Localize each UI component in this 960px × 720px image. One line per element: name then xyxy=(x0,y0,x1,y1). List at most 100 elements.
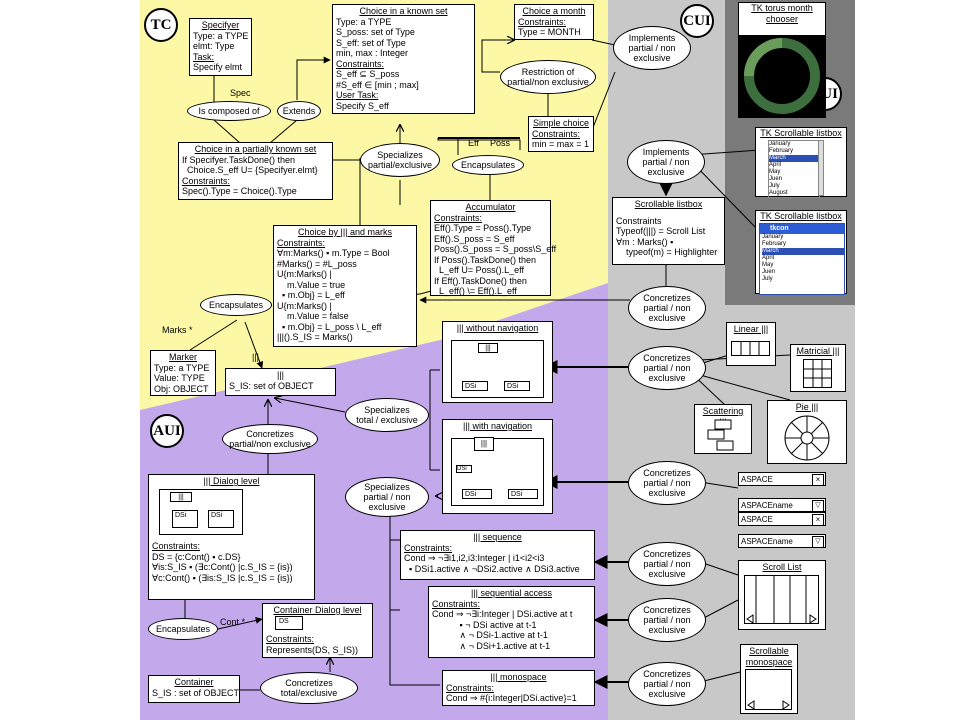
choice-marks-constraint: |||().S_IS = Marks() xyxy=(277,332,353,342)
marker-line: Type: a TYPE xyxy=(154,362,210,373)
sequential-title: ||| sequential access xyxy=(470,588,553,598)
listbox-1-item[interactable]: February xyxy=(769,148,794,154)
listbox-1-item[interactable]: March xyxy=(769,155,819,162)
listbox-2-item[interactable]: July xyxy=(762,276,773,282)
simple-choice-title: Simple choice xyxy=(532,118,590,128)
sequential-access-box: ||| sequential access Constraints: Cond … xyxy=(428,586,595,658)
listbox-2-item[interactable]: May xyxy=(762,262,774,268)
choice-known-line: min, max : Integer xyxy=(336,48,409,58)
concretizes-aui-ellipse: Concretizes partial/non exclusive xyxy=(222,424,318,454)
dialog-level-title: ||| Dialog level xyxy=(203,476,260,486)
listbox-1-item[interactable]: April xyxy=(769,162,782,168)
listbox-1-item[interactable]: January xyxy=(769,141,791,147)
monospace-title: ||| monospace xyxy=(490,672,547,682)
listbox-2-item[interactable]: Juen xyxy=(762,269,776,275)
listbox-2-item[interactable]: January xyxy=(762,234,784,240)
listbox-2-item[interactable]: April xyxy=(762,255,775,261)
dialog-level-constraints: Constraints: DS = {c:Cont() ▪ c.DS} ∀is:… xyxy=(152,541,293,583)
sequential-constraint: Cond ⇒ ¬∃i:Integer | DSi.active at t xyxy=(432,609,573,619)
dialog-level-dsi-label: DSi xyxy=(211,512,223,519)
sequence-constraints-label: Constraints: xyxy=(404,542,453,553)
monospace-constraint: Cond ⇒ #{i:Integer|DSi.active}=1 xyxy=(446,693,577,703)
linear-graphic xyxy=(731,341,770,356)
aspace-dropdown-icon[interactable]: ▽ xyxy=(812,536,824,548)
choice-marks-constraint: m.Value = true xyxy=(277,279,346,290)
with-nav-dsi-2: DSi xyxy=(508,489,538,499)
choice-partial-constraints-label: Constraints: xyxy=(182,175,231,186)
listbox-2-item[interactable]: February xyxy=(762,241,787,247)
container-dialog-title: Container Dialog level xyxy=(273,605,362,615)
choice-partial-line: Choice.S_eff U= {Specifyer.elmt} xyxy=(182,165,318,175)
accumulator-constraint: Poss().S_poss = S_poss\S_eff xyxy=(434,244,557,254)
listbox-1-item[interactable]: May xyxy=(769,169,781,175)
with-nav-frame: ||| DSi DSi DSi xyxy=(451,437,544,506)
without-nav-title: ||| without navigation xyxy=(456,323,539,333)
sequence-constraint: Cond ⇒ ¬∃i1,i2,i3:Integer | i1<i2<i3 xyxy=(404,553,545,563)
aspace-close-icon[interactable]: × xyxy=(812,514,824,526)
choice-marks-constraint: #Marks() = #L_poss xyxy=(277,258,357,269)
sequence-box: ||| sequence Constraints: Cond ⇒ ¬∃i1,i2… xyxy=(400,530,595,580)
encapsulates-ellipse-mid: Encapsulates xyxy=(200,294,272,316)
container-dialog-constraint: Represents(DS, S_IS)) xyxy=(266,644,359,655)
sequential-constraint: ∧ ¬ DSi-1.active at t-1 xyxy=(432,630,548,640)
marker-box: Marker Type: a TYPE Value: TYPE Obj: OBJ… xyxy=(150,350,216,396)
concretizes-total-exclusive-ellipse: Concretizes total/exclusive xyxy=(260,672,358,704)
simple-choice-constraints-label: Constraints: xyxy=(532,128,581,139)
scroll-listbox-constraints-label: Constraints xyxy=(616,215,662,226)
without-nav-dsi-label: DSi xyxy=(465,383,477,390)
torus-title: TK torus month chooser xyxy=(751,3,813,24)
aspace-dropdown-icon[interactable]: ▽ xyxy=(812,500,824,512)
listbox-2-item[interactable]: March xyxy=(762,248,844,255)
eff-label: Eff xyxy=(468,138,479,148)
simple-choice-box: Simple choice Constraints: min = max = 1 xyxy=(528,116,594,152)
simple-choice-constraint: min = max = 1 xyxy=(532,139,590,149)
pie-graphic xyxy=(784,415,830,461)
tk-listbox-1-list[interactable]: January February March April May Juen Ju… xyxy=(768,140,820,198)
choice-known-title: Choice in a known set xyxy=(359,6,448,16)
aspace-close-icon[interactable]: × xyxy=(812,474,824,486)
dialog-level-box: ||| Dialog level ||| DSi DSi Constraints… xyxy=(148,474,315,600)
accumulator-constraints-label: Constraints: xyxy=(434,212,483,223)
container-box: Container S_IS : set of OBJECT xyxy=(148,675,240,703)
scroll-list-graphic xyxy=(744,575,819,624)
tk-window-title: tkcon xyxy=(770,225,789,232)
choice-known-set-box: Choice in a known set Type: a TYPE S_pos… xyxy=(332,4,475,114)
listbox-1-item[interactable]: July xyxy=(769,183,780,189)
marker-title: Marker xyxy=(168,352,197,362)
marks-label: Marks * xyxy=(162,325,193,335)
dialog-level-constraint: ∀c:Cont() ▪ (∃is:S_IS |c.S_IS = {is}) xyxy=(152,572,293,583)
without-nav-iii-label: ||| xyxy=(485,345,491,352)
tk-listbox-1-title: TK Scrollable listbox xyxy=(760,128,842,138)
choice-marks-constraints-label: Constraints: xyxy=(277,237,326,248)
accumulator-constraint: Eff().S_poss = S_eff xyxy=(434,233,515,244)
choice-partial-line: If Specifyer.TaskDone() then xyxy=(182,154,296,165)
choice-known-constraint: S_eff ⊆ S_poss xyxy=(336,69,400,79)
listbox-1-item[interactable]: August xyxy=(769,190,788,196)
poss-label: Poss xyxy=(490,138,511,148)
pie-widget: Pie ||| xyxy=(767,400,847,464)
restriction-ellipse: Restriction of partial/non exclusive xyxy=(500,60,596,94)
listbox-1-scrollbar[interactable] xyxy=(818,140,824,196)
tk-window-list[interactable]: January February March April May Juen Ju… xyxy=(760,234,844,283)
scroll-mono-title: Scrollable monospace xyxy=(745,646,793,667)
aspace-widget: ASPACE× ASPACEname▽ ASPACE× ASPACEname▽ xyxy=(738,472,826,548)
specializes-total-exclusive-ellipse: Specializes total / exclusive xyxy=(345,398,429,432)
tk-listbox-widget-1: TK Scrollable listbox January February M… xyxy=(755,127,847,198)
with-nav-dsi-label: DSi xyxy=(511,491,523,498)
encapsulates-ellipse-top: Encapsulates xyxy=(452,155,524,175)
sequential-constraint: ▪ ¬ DSi active at t-1 xyxy=(432,619,537,630)
container-dialog-ds-label: DS xyxy=(279,618,289,625)
implements-ellipse-1: Implements partial / non exclusive xyxy=(613,26,691,70)
cont-label: Cont * xyxy=(220,617,246,627)
choice-month-constraints-label: Constraints: xyxy=(518,16,567,27)
with-navigation-box: ||| with navigation ||| DSi DSi DSi xyxy=(442,419,553,514)
listbox-1-item[interactable]: Juen xyxy=(769,176,783,182)
specializes-partial-non-ellipse: Specializes partial / non exclusive xyxy=(345,477,429,517)
scroll-list-title: Scroll List xyxy=(762,562,802,572)
extends-ellipse: Extends xyxy=(277,101,321,121)
tk-listbox-widget-2: TK Scrollable listbox tkcon January Febr… xyxy=(755,210,847,295)
container-dialog-ds: DS xyxy=(275,616,303,630)
scroll-listbox-constraint: Typeof(|||) = Scroll List xyxy=(616,226,706,236)
aspace-row-label: ASPACEname xyxy=(741,537,793,546)
